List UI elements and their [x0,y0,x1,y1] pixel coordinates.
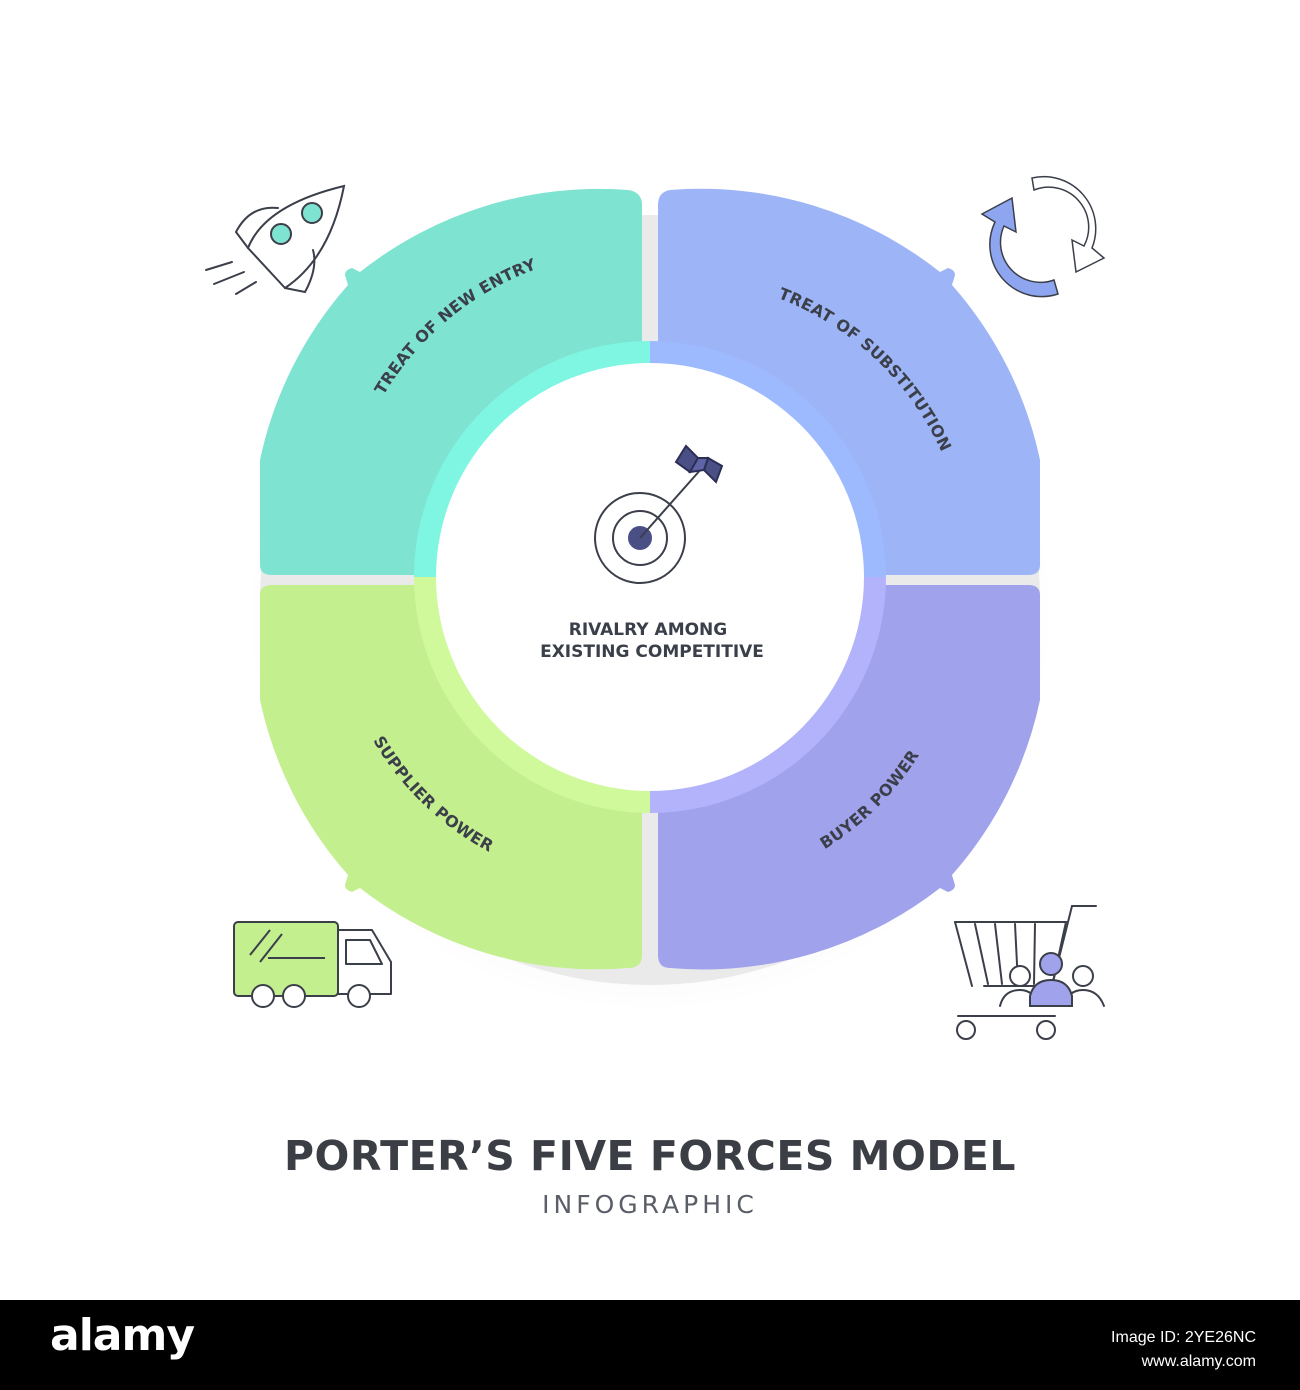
image-id-label: Image ID: 2YE26NC [1111,1329,1256,1346]
infographic-stage: TREAT OF NEW ENTRY TREAT OF SUBSTITUTION… [205,175,1106,1219]
five-forces-diagram: TREAT OF NEW ENTRY TREAT OF SUBSTITUTION… [205,175,1106,1040]
site-url: www.alamy.com [1141,1353,1256,1370]
rocket-icon [205,184,346,295]
page-title: PORTER’S FIVE FORCES MODEL [284,1132,1016,1180]
footer-bar: alamy Image ID: 2YE26NC www.alamy.com [0,1300,1300,1390]
center-label-line1: RIVALRY AMONG [569,620,728,640]
center-disc [436,363,864,791]
delivery-truck-icon [233,921,392,1008]
page-subtitle: INFOGRAPHIC [542,1190,758,1219]
refresh-arrows-icon [980,175,1106,298]
center-label-line2: EXISTING COMPETITIVE [540,642,764,662]
brand-logo: alamy [50,1310,195,1361]
shopping-cart-people-icon [954,905,1105,1040]
target-arrow-icon [594,444,724,584]
